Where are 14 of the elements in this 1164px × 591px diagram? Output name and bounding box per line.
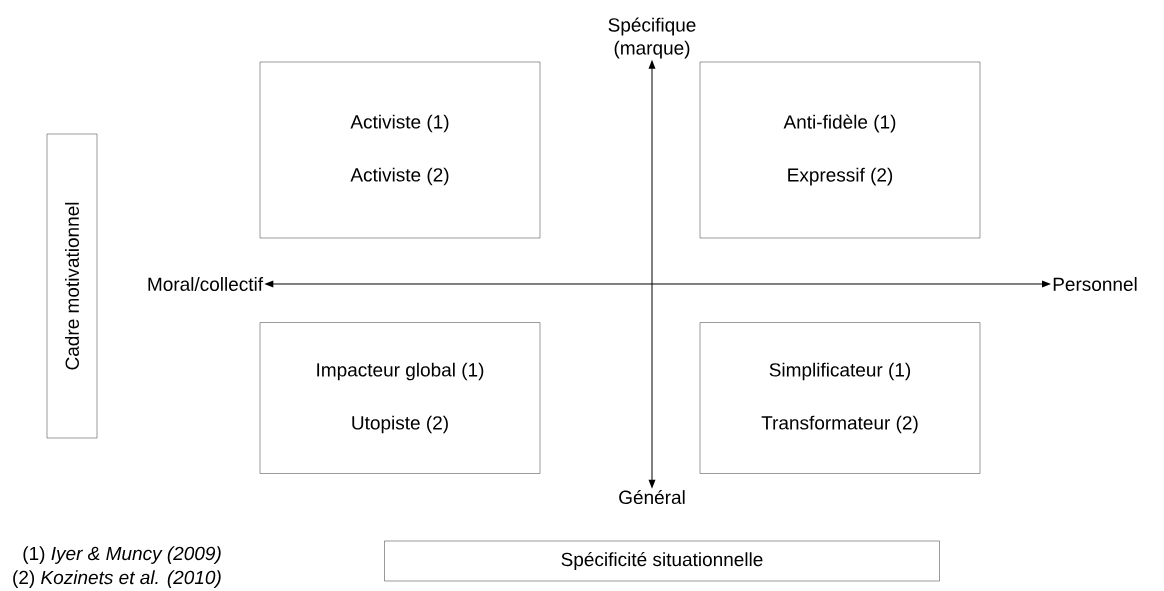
- reference-note: (2) Kozinets et al. (2010): [13, 570, 221, 588]
- reference-note: (1) Iyer & Muncy (2009): [23, 546, 221, 564]
- axis-label: Moral/collectif: [148, 277, 264, 291]
- axis-arrow: [264, 280, 1052, 288]
- axis-label: Spécifique (marque): [608, 17, 696, 59]
- quadrant-box: Anti-fidèle (1) Expressif (2): [699, 61, 981, 239]
- quadrant-box: Activiste (1) Activiste (2): [259, 61, 541, 239]
- quadrant-box: Simplificateur (1) Transformateur (2): [699, 322, 981, 474]
- axis-arrow: [648, 59, 656, 489]
- axis-label: Général: [619, 489, 685, 505]
- axis-title-box: Cadre motivationnel: [46, 133, 98, 439]
- axis-label: Personnel: [1053, 277, 1137, 291]
- axis-title-box: Spécificité situationnelle: [384, 540, 940, 582]
- quadrant-box: Impacteur global (1) Utopiste (2): [259, 322, 541, 474]
